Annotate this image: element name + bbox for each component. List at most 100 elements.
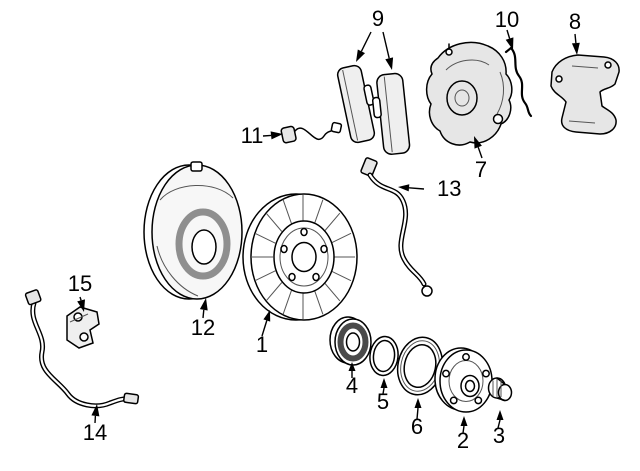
callout-13[interactable]: 13 <box>398 176 461 201</box>
part-9-brake-pad-inner[interactable] <box>370 72 411 156</box>
carrier-bolt-hole <box>604 61 612 69</box>
callout-11-label: 11 <box>241 123 264 148</box>
callout-14[interactable]: 14 <box>83 404 107 445</box>
callout-6-arrowhead <box>414 398 422 408</box>
bracket-plate <box>66 306 100 349</box>
cable-core <box>31 301 131 407</box>
sensor-plug <box>330 121 343 134</box>
carrier-slot-lower <box>568 120 596 124</box>
callout-6[interactable]: 6 <box>411 398 423 439</box>
part-6-shaft-seal[interactable] <box>392 333 447 399</box>
callout-8-label: 8 <box>569 9 581 34</box>
callout-8[interactable]: 8 <box>569 9 581 55</box>
carrier-body <box>550 54 620 135</box>
part-7-brake-caliper[interactable] <box>425 41 513 146</box>
caliper-banjo-boss <box>492 113 504 125</box>
caliper-bleeder-valve <box>445 48 453 56</box>
bearing-seal <box>337 322 369 362</box>
callout-10-arrowhead <box>505 37 514 50</box>
callout-5-arrowhead <box>380 378 388 388</box>
rotor-bolt-holes <box>280 227 328 282</box>
caliper-side-line <box>496 71 505 115</box>
callout-12-label: 12 <box>191 315 215 340</box>
cable-sensor-plug <box>24 289 42 306</box>
pad-friction-line <box>383 76 393 153</box>
pad-lug <box>363 84 375 106</box>
bracket-bend-line <box>69 313 89 323</box>
carrier-bolt-hole <box>555 75 563 83</box>
part-15-cable-bracket[interactable] <box>66 306 100 349</box>
part-3-collar-nut[interactable] <box>487 377 513 402</box>
bolt-hole <box>320 244 328 254</box>
part-9-brake-pad-outer[interactable] <box>336 63 381 144</box>
caliper-body <box>425 41 513 146</box>
callout-4-label: 4 <box>346 373 358 398</box>
hub-center-bore <box>464 379 476 393</box>
shield-lip-arc <box>159 185 234 201</box>
shield-center-opening <box>191 229 217 265</box>
part-5-snap-ring[interactable] <box>368 335 400 377</box>
wheel-stud <box>482 369 490 378</box>
callout-15[interactable]: 15 <box>68 271 92 312</box>
callout-13-label: 13 <box>437 176 461 201</box>
callout-7[interactable]: 7 <box>474 136 487 182</box>
callout-12-arrow <box>202 309 205 319</box>
part-11-wear-sensor[interactable] <box>280 121 343 144</box>
callout-12-arrowhead <box>199 298 208 311</box>
callout-5[interactable]: 5 <box>377 378 389 414</box>
wheel-stud <box>449 396 458 405</box>
pad-lug <box>371 96 382 119</box>
callout-7-label: 7 <box>475 157 487 182</box>
part-12-splash-shield[interactable] <box>143 161 243 300</box>
part-14-abs-sensor-cable[interactable] <box>24 289 140 409</box>
callout-11-arrowhead <box>270 131 283 140</box>
callout-2[interactable]: 2 <box>457 416 469 453</box>
callout-1[interactable]: 1 <box>256 310 271 357</box>
callout-10-label: 10 <box>495 7 519 32</box>
part-10-retaining-spring[interactable] <box>504 46 533 118</box>
part-13-brake-hose[interactable] <box>360 157 433 297</box>
callout-6-arrow <box>416 407 419 420</box>
bolt-hole <box>312 272 320 282</box>
callout-9[interactable]: 9 <box>356 6 394 70</box>
callout-3-arrow <box>497 419 501 429</box>
hub-wheel-studs <box>442 353 490 405</box>
cable-end-sleeve <box>123 392 140 405</box>
bolt-hole <box>300 227 308 237</box>
callout-15-arrowhead <box>77 299 85 312</box>
wheel-stud <box>442 369 450 378</box>
part-1-brake-disc-rotor[interactable] <box>242 193 358 321</box>
rotor-center-bore <box>291 241 317 273</box>
callout-3[interactable]: 3 <box>493 410 505 448</box>
callout-10-arrow <box>506 29 511 39</box>
caliper-piston-bore <box>446 80 478 116</box>
snap-ring-inner <box>372 339 396 373</box>
carrier-slot-upper <box>571 65 599 69</box>
bolt-hole <box>288 272 296 282</box>
hose-tube-outline <box>367 172 427 287</box>
spring-clip-hook <box>504 46 513 54</box>
rotor-vent-hatching <box>251 195 355 319</box>
callout-10[interactable]: 10 <box>495 7 519 50</box>
seal-inner <box>403 343 437 389</box>
caliper-bridge-line <box>445 59 490 71</box>
sensor-head <box>280 125 297 144</box>
part-2-wheel-hub[interactable] <box>434 347 493 413</box>
part-8-caliper-carrier[interactable] <box>550 54 620 135</box>
callout-9-label: 9 <box>372 6 384 31</box>
callout-2-arrow <box>462 425 465 434</box>
callout-14-label: 14 <box>83 420 107 445</box>
shield-center-ring <box>175 208 231 280</box>
callout-12[interactable]: 12 <box>191 298 215 340</box>
callout-7-arrow <box>477 146 483 159</box>
part-4-wheel-bearing[interactable] <box>329 316 372 366</box>
bolt-hole <box>280 244 288 254</box>
shield-lower-arc <box>156 245 199 297</box>
callout-11-arrow <box>262 134 272 137</box>
callout-11[interactable]: 11 <box>241 123 283 148</box>
callout-4[interactable]: 4 <box>346 362 358 398</box>
nut-knurling <box>492 379 502 398</box>
hose-tube-core <box>368 173 426 286</box>
